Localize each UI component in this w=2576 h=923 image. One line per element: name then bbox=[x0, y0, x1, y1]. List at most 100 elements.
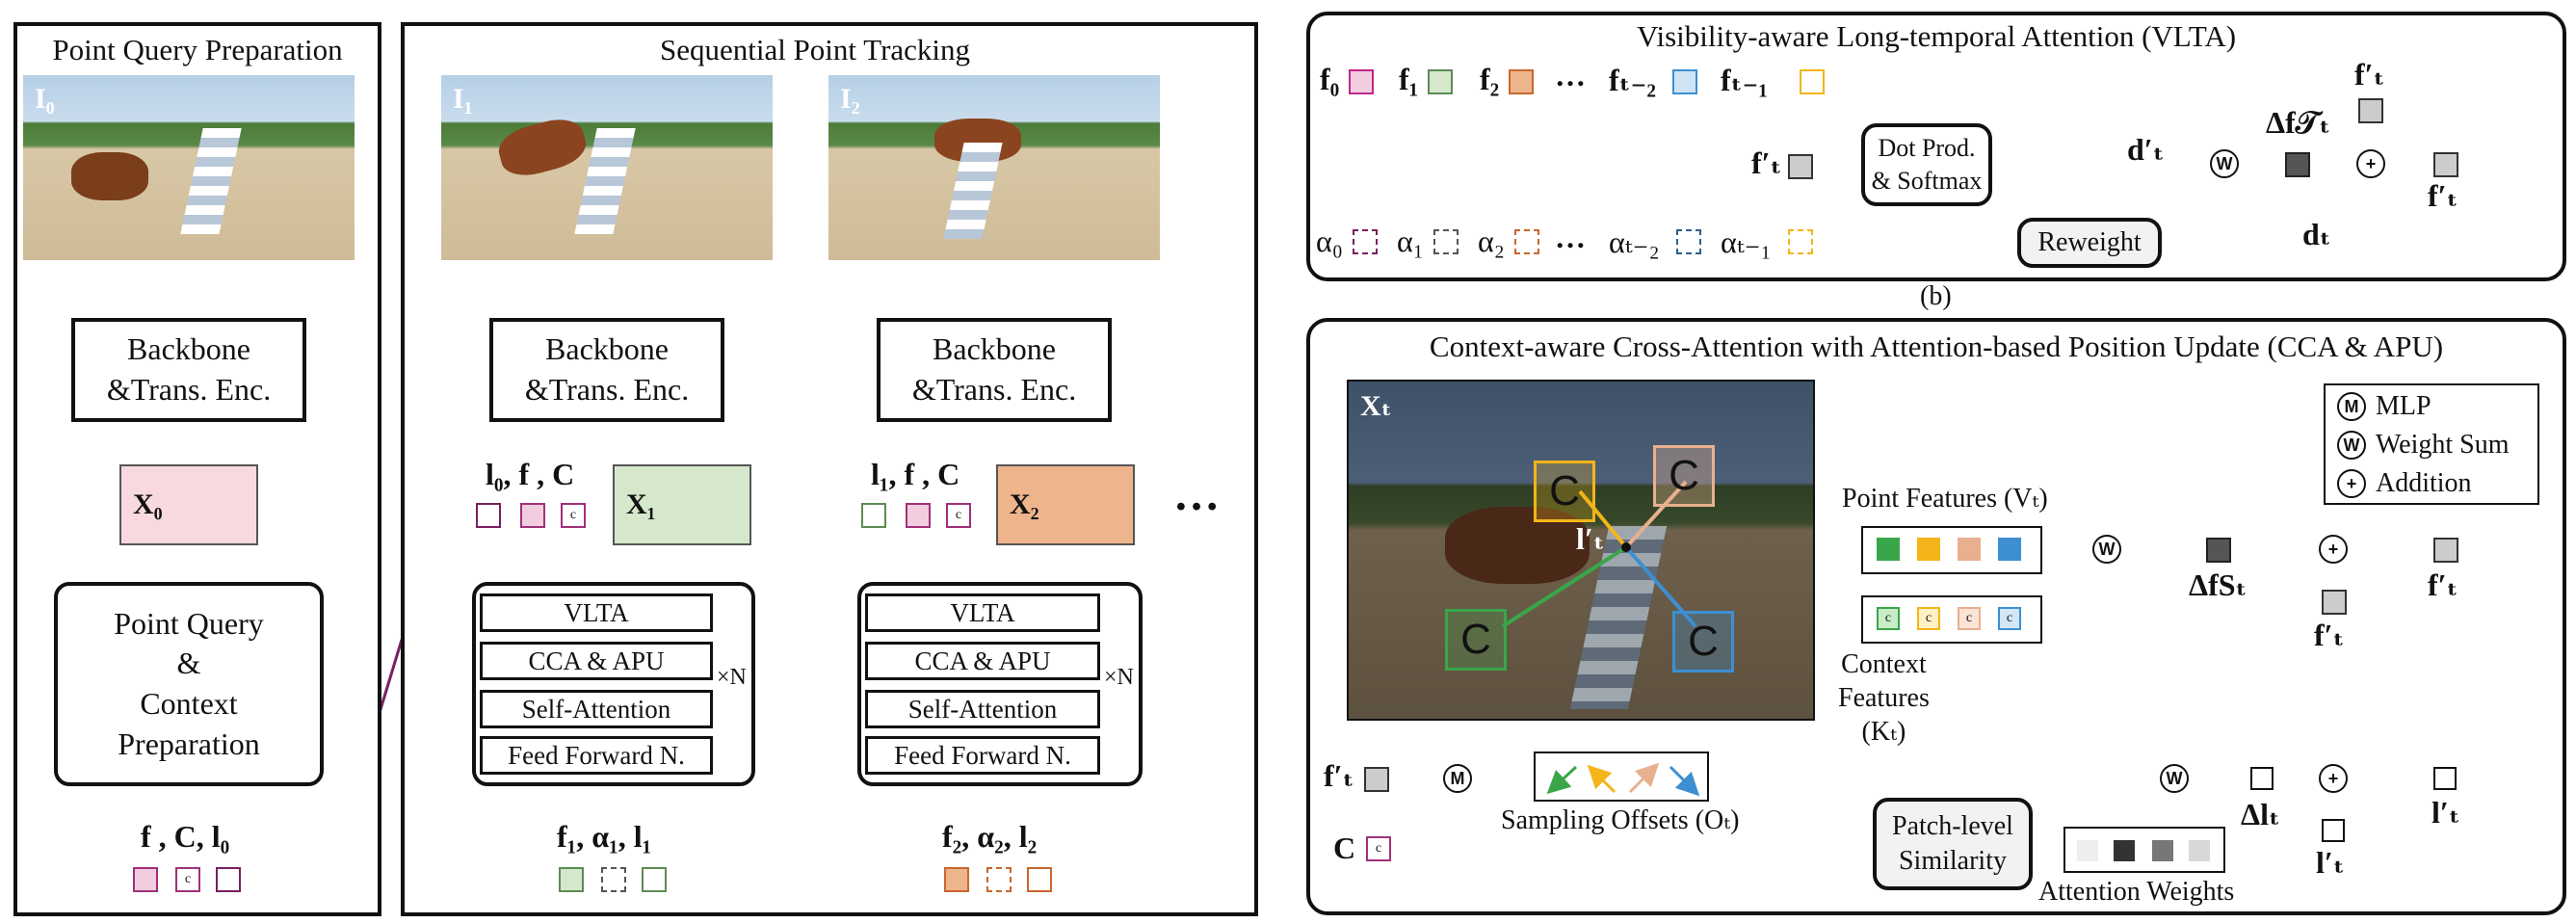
f1-square bbox=[1428, 69, 1453, 94]
delta-l-label: Δlₜ bbox=[2241, 797, 2280, 831]
weight-sum-icon: W bbox=[2337, 431, 2366, 460]
vlta-title: Visibility-aware Long-temporal Attention… bbox=[1636, 19, 2237, 53]
vlta-features-ellipsis: … bbox=[1555, 58, 1586, 92]
legend-addition-label: Addition bbox=[2376, 468, 2472, 498]
fprime-below-square bbox=[2322, 590, 2347, 615]
alpha2-square bbox=[1514, 229, 1539, 254]
frame1-output-label: f₁, α₁, l₁ bbox=[557, 819, 652, 854]
l-out-square bbox=[2433, 767, 2457, 790]
attention-weight-2 bbox=[2114, 840, 2135, 861]
fprime-out-square bbox=[2433, 152, 2458, 177]
vlta-alphas-ellipsis: … bbox=[1555, 220, 1586, 254]
weight-sum-icon: W bbox=[2160, 764, 2189, 793]
f-square bbox=[906, 503, 931, 528]
frame-0-image: I₀ bbox=[23, 75, 355, 260]
delta-f-s-label: ΔfSₜ bbox=[2189, 567, 2247, 602]
f0-square bbox=[1349, 69, 1374, 94]
vlta-fprime-out-label: f′ₜ bbox=[2428, 178, 2458, 213]
cca-query-square bbox=[1364, 767, 1389, 792]
dot-product-softmax-box: Dot Prod. & Softmax bbox=[1861, 123, 1992, 206]
attention-weights-label: Attention Weights bbox=[2038, 877, 2235, 907]
vlta-f0: f₀ bbox=[1320, 62, 1340, 96]
point-feature-green bbox=[1877, 538, 1900, 561]
l-below-square bbox=[2322, 819, 2345, 842]
cca-query-label: f′ₜ bbox=[1324, 758, 1354, 793]
context-feature-yellow: c bbox=[1917, 607, 1940, 630]
x0-feature-map: X₀ bbox=[119, 464, 258, 545]
frame-2-image: I₂ bbox=[828, 75, 1160, 260]
panel1-title: Point Query Preparation bbox=[52, 33, 343, 66]
context-features-label: Context Features (Kₜ) bbox=[1838, 649, 1930, 747]
addition-icon: + bbox=[2319, 535, 2348, 564]
context-patch-peach: C bbox=[1653, 445, 1715, 507]
cca-title: Context-aware Cross-Attention with Atten… bbox=[1429, 330, 2444, 363]
alpha0-square bbox=[1353, 229, 1378, 254]
d-label: dₜ bbox=[2302, 217, 2331, 251]
addition-icon: + bbox=[2356, 149, 2385, 178]
f1-square bbox=[559, 867, 584, 892]
cca-apu-layer-1: CCA & APU bbox=[480, 642, 713, 680]
vlta-layer-1: VLTA bbox=[480, 593, 713, 632]
vlta-alpha0: α₀ bbox=[1316, 224, 1343, 258]
frame-2-label: I₂ bbox=[840, 83, 860, 115]
vlta-f1: f₁ bbox=[1399, 62, 1419, 96]
alpha2-square bbox=[986, 867, 1012, 892]
point-feature-peach bbox=[1958, 538, 1981, 561]
vlta-alpha2: α₂ bbox=[1478, 224, 1505, 258]
x2-feature-map: X₂ bbox=[996, 464, 1135, 545]
self-attention-layer-1: Self-Attention bbox=[480, 690, 713, 728]
fprime-top-square bbox=[2358, 98, 2383, 123]
weight-sum-icon: W bbox=[2210, 149, 2239, 178]
horse-rider-illustration bbox=[71, 152, 148, 200]
vlta-f2: f₂ bbox=[1480, 62, 1500, 96]
delta-f-t-label: Δf𝒯ₜ bbox=[2266, 105, 2331, 140]
context-patch-green: C bbox=[1445, 609, 1507, 671]
feed-forward-layer-1: Feed Forward N. bbox=[480, 736, 713, 775]
l1-square bbox=[642, 867, 667, 892]
f-square bbox=[520, 503, 545, 528]
self-attention-layer-2: Self-Attention bbox=[865, 690, 1100, 728]
ft-1-square bbox=[1800, 69, 1825, 94]
ellipsis: … bbox=[1173, 469, 1220, 520]
alpha-t-2-square bbox=[1676, 229, 1701, 254]
repeat-n-label-2: ×N bbox=[1104, 665, 1134, 690]
addition-icon: + bbox=[2319, 764, 2348, 793]
f-square bbox=[133, 867, 158, 892]
mlp-icon: M bbox=[2337, 392, 2366, 421]
attention-weight-3 bbox=[2152, 840, 2173, 861]
x1-feature-map: X₁ bbox=[613, 464, 751, 545]
panel2-title: Sequential Point Tracking bbox=[659, 33, 971, 66]
l0-square bbox=[476, 503, 501, 528]
vlta-fprime-top-label: f′ₜ bbox=[2354, 57, 2385, 92]
c-square: c bbox=[561, 503, 586, 528]
delta-l-square bbox=[2250, 767, 2274, 790]
vlta-alpha-t-2: αₜ₋₂ bbox=[1609, 224, 1660, 259]
mlp-icon: M bbox=[1443, 764, 1472, 793]
frame2-input-label: l₁, f , C bbox=[871, 457, 960, 491]
weight-sum-icon: W bbox=[2092, 535, 2121, 564]
point-query-context-prep-box: Point Query & Context Preparation bbox=[54, 582, 324, 786]
reweight-box: Reweight bbox=[2017, 218, 2162, 268]
point-features-label: Point Features (Vₜ) bbox=[1842, 484, 2048, 514]
feed-forward-layer-2: Feed Forward N. bbox=[865, 736, 1100, 775]
point-location-label: l′ₜ bbox=[1576, 521, 1605, 556]
l-below-label: l′ₜ bbox=[2316, 845, 2345, 880]
frame2-output-label: f₂, α₂, l₂ bbox=[942, 819, 1038, 854]
addition-icon: + bbox=[2337, 469, 2366, 498]
alpha1-square bbox=[1433, 229, 1459, 254]
context-feature-peach: c bbox=[1958, 607, 1981, 630]
legend-addition: + Addition bbox=[2337, 468, 2472, 499]
cca-apu-layer-2: CCA & APU bbox=[865, 642, 1100, 680]
l2-square bbox=[1027, 867, 1052, 892]
point-feature-yellow bbox=[1917, 538, 1940, 561]
d-prime-label: d′ₜ bbox=[2127, 132, 2165, 167]
cca-fprime-out-square bbox=[2433, 538, 2458, 563]
backbone-box-1: Backbone &Trans. Enc. bbox=[489, 318, 724, 422]
delta-f-square bbox=[2285, 152, 2310, 177]
c-input-square: c bbox=[1366, 836, 1391, 861]
feature-map-image: Xₜ bbox=[1347, 380, 1815, 721]
attention-weight-1 bbox=[2077, 840, 2098, 861]
vlta-alpha-t-1: αₜ₋₁ bbox=[1721, 224, 1772, 259]
